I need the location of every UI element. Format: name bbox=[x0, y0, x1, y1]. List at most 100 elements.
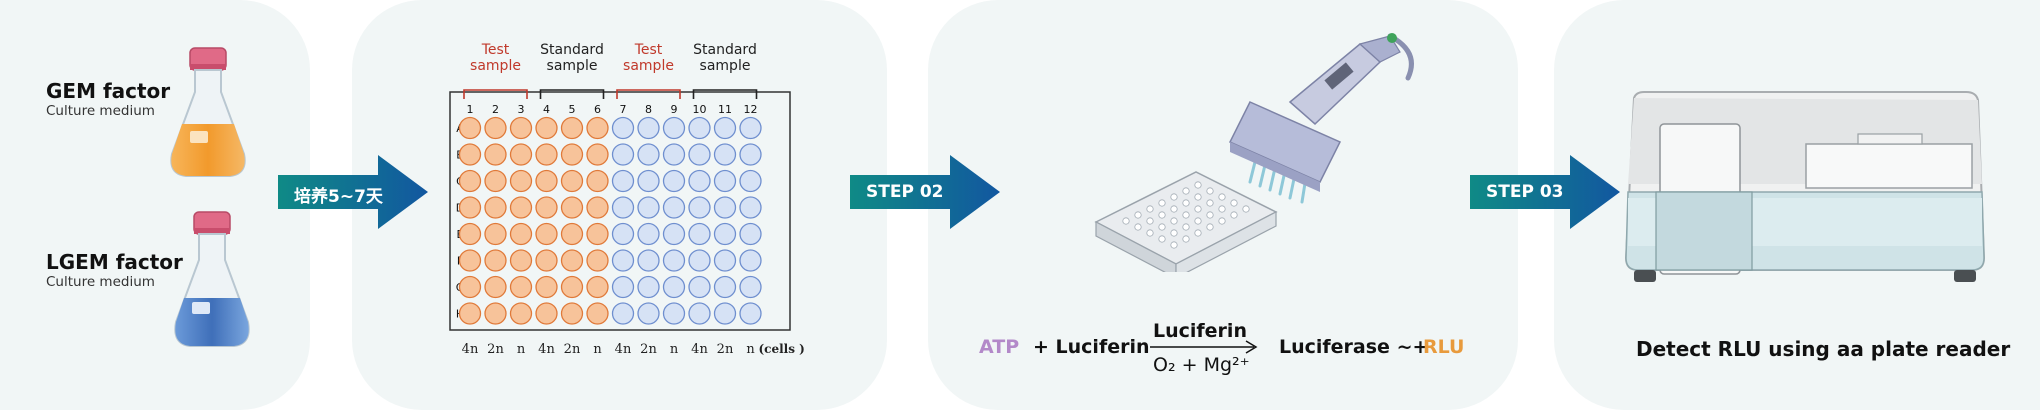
plate-well bbox=[586, 116, 609, 140]
plate-well bbox=[739, 143, 762, 166]
plate-well bbox=[739, 222, 762, 246]
plate-well bbox=[739, 116, 762, 140]
plate-well bbox=[560, 116, 584, 140]
plate-well bbox=[509, 116, 533, 140]
cell-count-label: 2n bbox=[487, 342, 504, 357]
plate-well bbox=[662, 302, 686, 325]
column-number: 3 bbox=[518, 103, 525, 116]
plate-well bbox=[713, 143, 737, 166]
column-number: 12 bbox=[744, 103, 758, 116]
plate-well bbox=[484, 249, 507, 272]
plate-well bbox=[586, 143, 609, 166]
plate-well bbox=[713, 249, 737, 272]
plate-well bbox=[611, 143, 635, 166]
flask-1-subtitle: Culture medium bbox=[46, 103, 155, 119]
group-label: Standard bbox=[693, 42, 757, 58]
plate-well bbox=[662, 222, 686, 246]
cell-count-label: 2n bbox=[717, 342, 734, 357]
plate-well bbox=[611, 302, 635, 325]
plate-well bbox=[713, 196, 737, 219]
cell-count-label: 2n bbox=[564, 342, 581, 357]
plate-well bbox=[713, 169, 737, 193]
cell-count-label: 4n bbox=[691, 342, 708, 357]
orange-flask-icon bbox=[170, 47, 246, 177]
cell-count-label: 4n bbox=[462, 342, 479, 357]
plate-well bbox=[535, 302, 558, 325]
plate-well bbox=[713, 275, 737, 299]
arrow-3-label: STEP 03 bbox=[1486, 182, 1564, 202]
plate-well bbox=[688, 222, 711, 246]
plus-luciferin-label: + Luciferin bbox=[1033, 336, 1150, 358]
plate-well bbox=[611, 222, 635, 246]
group-label: Test bbox=[634, 42, 663, 58]
plate-well bbox=[560, 196, 584, 219]
plate-well bbox=[484, 116, 507, 140]
group-label: sample bbox=[623, 58, 674, 74]
plate-well bbox=[560, 169, 584, 193]
plate-well bbox=[662, 143, 686, 166]
plate-well bbox=[611, 275, 635, 299]
plate-well bbox=[586, 169, 609, 193]
plate-well bbox=[509, 275, 533, 299]
plate-well bbox=[458, 249, 482, 272]
plate-well bbox=[637, 169, 660, 193]
plate-well bbox=[484, 302, 507, 325]
plate-well bbox=[637, 302, 660, 325]
group-label: Standard bbox=[540, 42, 604, 58]
plate-well bbox=[560, 249, 584, 272]
step-arrow-3: STEP 03 bbox=[1470, 155, 1620, 229]
plate-well bbox=[586, 196, 609, 219]
plate-well bbox=[637, 196, 660, 219]
group-bracket bbox=[616, 89, 681, 99]
plate-well bbox=[688, 302, 711, 325]
plate-well bbox=[637, 275, 660, 299]
plate-well bbox=[713, 302, 737, 325]
plate-well bbox=[637, 143, 660, 166]
plate-well bbox=[739, 249, 762, 272]
plate-well bbox=[586, 222, 609, 246]
plate-well bbox=[509, 249, 533, 272]
plate-well bbox=[484, 143, 507, 166]
plate-well bbox=[688, 169, 711, 193]
plate-well bbox=[586, 249, 609, 272]
column-number: 5 bbox=[569, 103, 576, 116]
plate-well bbox=[484, 275, 507, 299]
96-well-plate: TestsampleStandardsampleTestsampleStanda… bbox=[449, 42, 805, 357]
plate-well bbox=[662, 249, 686, 272]
atp-label: ATP bbox=[979, 336, 1020, 358]
column-number: 4 bbox=[543, 103, 550, 116]
column-number: 2 bbox=[492, 103, 499, 116]
plate-well bbox=[713, 222, 737, 246]
plate-well bbox=[637, 116, 660, 140]
group-label: sample bbox=[470, 58, 521, 74]
plate-well bbox=[535, 116, 558, 140]
plate-well bbox=[688, 143, 711, 166]
plate-well bbox=[509, 302, 533, 325]
arrow-1-label: 培养5~7天 bbox=[294, 187, 383, 207]
column-number: 7 bbox=[620, 103, 627, 116]
plate-well bbox=[509, 143, 533, 166]
plate-well bbox=[535, 196, 558, 219]
flask-2-subtitle: Culture medium bbox=[46, 274, 155, 290]
cell-count-label: n bbox=[593, 342, 602, 357]
plate-well bbox=[611, 196, 635, 219]
rlu-label: RLU bbox=[1423, 336, 1465, 358]
plate-well bbox=[662, 275, 686, 299]
cell-count-label: 2n bbox=[640, 342, 657, 357]
plate-well bbox=[662, 116, 686, 140]
enzyme-bottom-label: O₂ + Mg²⁺ bbox=[1153, 354, 1250, 376]
plate-well bbox=[509, 222, 533, 246]
step-arrow-2: STEP 02 bbox=[850, 155, 1000, 229]
plate-well bbox=[739, 169, 762, 193]
plate-well bbox=[586, 275, 609, 299]
plate-reader-icon bbox=[1624, 91, 1986, 282]
plate-well bbox=[484, 196, 507, 219]
plate-well bbox=[688, 196, 711, 219]
plate-well bbox=[535, 143, 558, 166]
plate-border bbox=[449, 91, 791, 331]
plate-well bbox=[637, 249, 660, 272]
column-number: 10 bbox=[693, 103, 707, 116]
cell-count-label: n bbox=[517, 342, 526, 357]
plate-well bbox=[535, 169, 558, 193]
